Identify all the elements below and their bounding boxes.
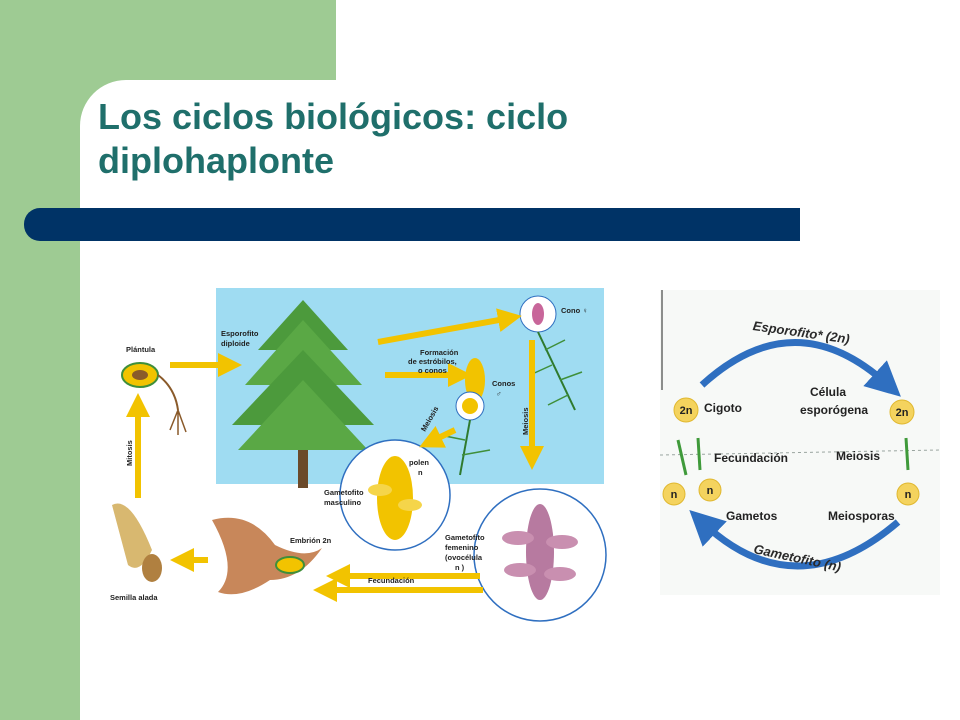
label-fecundacion: Fecundación [714,451,788,465]
label-gametofito-masculino-2: masculino [324,498,362,507]
pine-tree-illustration [232,300,374,488]
label-semilla-alada: Semilla alada [110,593,158,602]
cycle-arrows [126,308,544,602]
label-esporofito: Esporofito [221,329,259,338]
pine-cycle-labels: Plántula Esporofito diploide Formación d… [110,306,588,602]
label-gametofito-masculino-1: Gametofito [324,488,364,497]
label-gametofito-femenino-3: (ovocélula [445,553,483,562]
label-cigoto: Cigoto [704,401,742,415]
winged-seed-illustration [112,503,162,582]
label-conos-masculinos-2: ♂ [496,389,502,398]
label-gametofito-femenino-4: n ) [455,563,465,572]
gametophyte-arc [689,509,901,570]
embryo-illustration [212,517,322,595]
label-polen-n: n [418,468,423,477]
label-esporogena: esporógena [800,403,868,417]
badge-celula-2n: 2n [896,407,909,419]
pine-life-cycle-figure: Plántula Esporofito diploide Formación d… [110,288,607,622]
label-gametofito-femenino-1: Gametofito [445,533,485,542]
label-gametos: Gametos [726,509,778,523]
label-gametofito-femenino-2: femenino [445,543,479,552]
badge-gameto-n-2: n [707,485,714,497]
title-underline-bar [24,208,800,241]
ploidy-badges: 2n 2n n n n [662,397,920,506]
label-formacion-2: de estróbilos, [408,357,457,366]
badge-cigoto-2n: 2n [680,405,693,417]
label-formacion-1: Formación [420,348,459,357]
label-meiosis-right: Meiosis [521,407,530,435]
male-gametophyte-illustration [339,439,451,551]
top-green-band [80,0,336,80]
left-green-band [0,0,80,720]
badge-meiospora-n: n [905,489,912,501]
label-celula: Célula [810,385,846,399]
female-gametophyte-illustration [473,488,607,622]
slide-title: Los ciclos biológicos: ciclo diplohaplon… [98,96,569,181]
label-meiosporas: Meiosporas [828,509,895,523]
label-conos-masculinos-1: Conos [492,379,515,388]
label-plantula: Plántula [126,345,156,354]
label-diploide: diploide [221,339,250,348]
badge-gameto-n-1: n [671,489,678,501]
female-cone-illustration [519,295,583,411]
seedling-illustration [121,362,187,435]
label-formacion-3: o conos [418,366,447,375]
label-mitosis: Mitosis [125,440,134,466]
label-fecundacion: Fecundación [368,576,415,585]
label-polen: polen [409,458,429,467]
sporophyte-arc [699,339,901,397]
label-embrion: Embrión 2n [290,536,332,545]
label-meiosis: Meiosis [836,449,880,463]
life-cycle-diagram: Esporofito* (2n) Gametofito (n) Cigoto C… [660,290,940,595]
label-cono-femenino: Cono ♀ [561,306,588,315]
